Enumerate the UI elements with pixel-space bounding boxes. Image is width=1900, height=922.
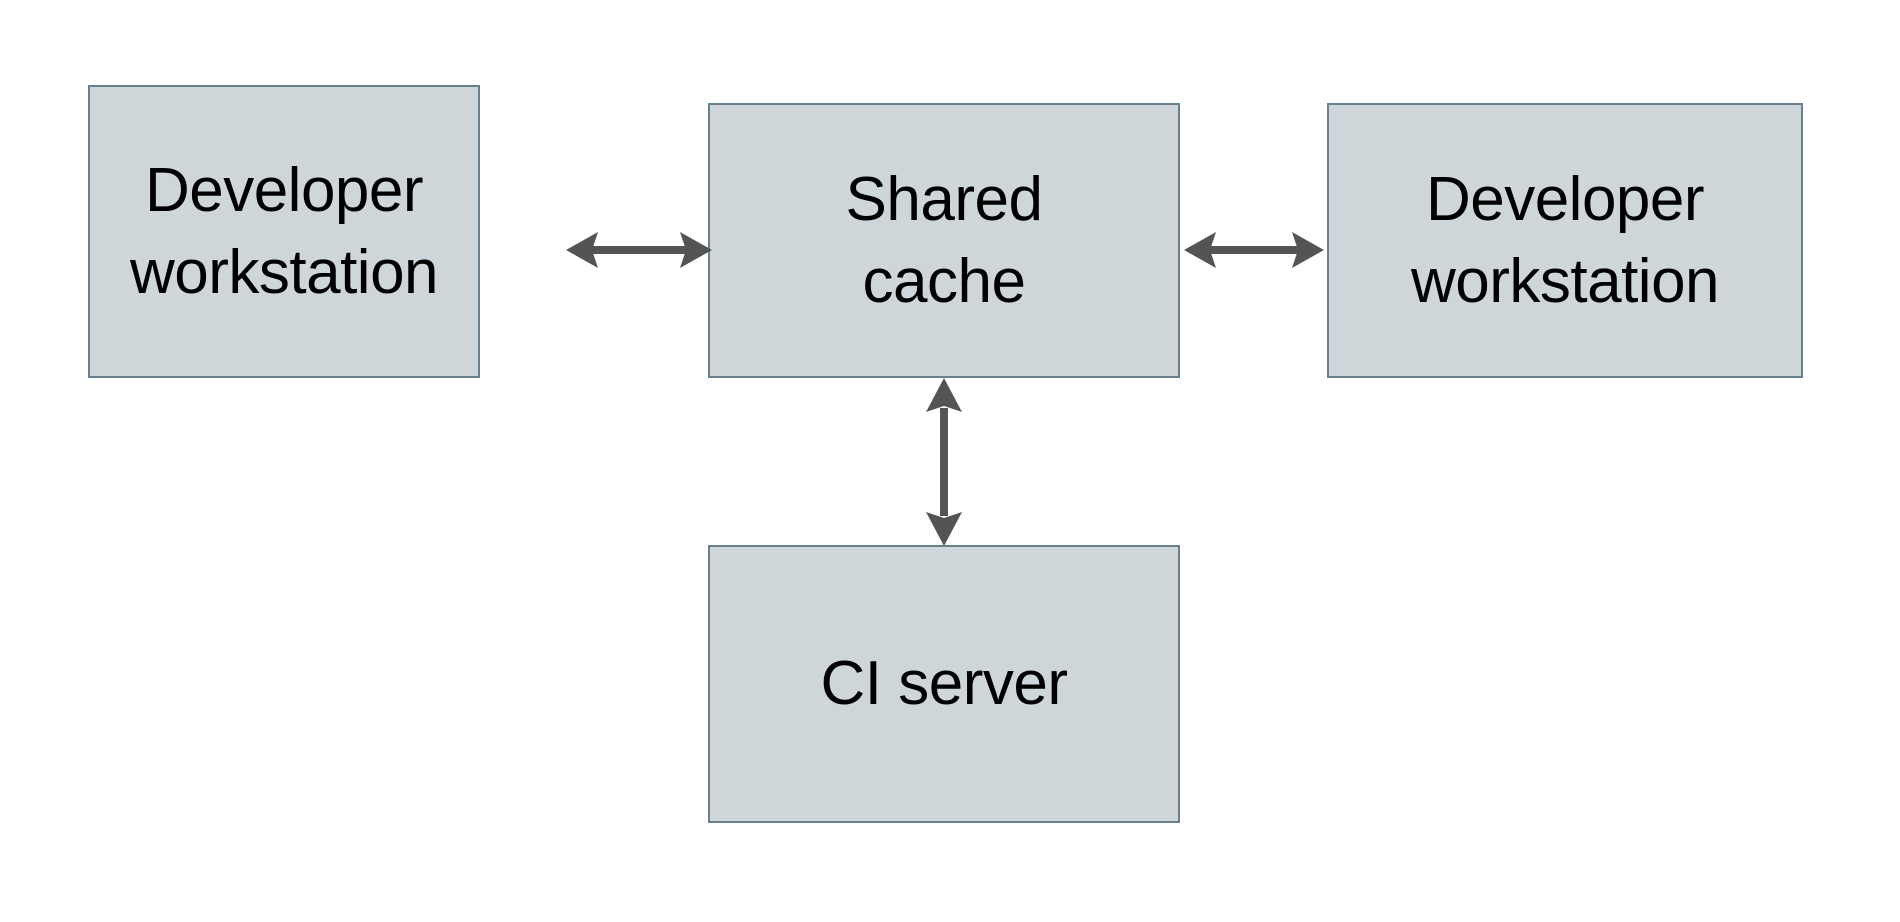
double-arrow-icon [926,378,962,546]
node-label: Shared cache [845,164,1043,316]
node-developer-workstation-left[interactable]: Developer workstation [88,85,480,378]
node-label: Developer workstation [129,155,439,307]
connector-ci-server-to-shared-cache [916,378,972,546]
double-arrow-icon [566,232,712,268]
node-developer-workstation-right[interactable]: Developer workstation [1327,103,1803,378]
node-shared-cache[interactable]: Shared cache [708,103,1180,378]
double-arrow-icon [1184,232,1324,268]
node-label: CI server [820,649,1068,719]
node-ci-server[interactable]: CI server [708,545,1180,823]
connector-left-workstation-to-shared-cache [566,222,712,278]
node-label: Developer workstation [1410,164,1720,316]
connector-shared-cache-to-right-workstation [1184,222,1324,278]
